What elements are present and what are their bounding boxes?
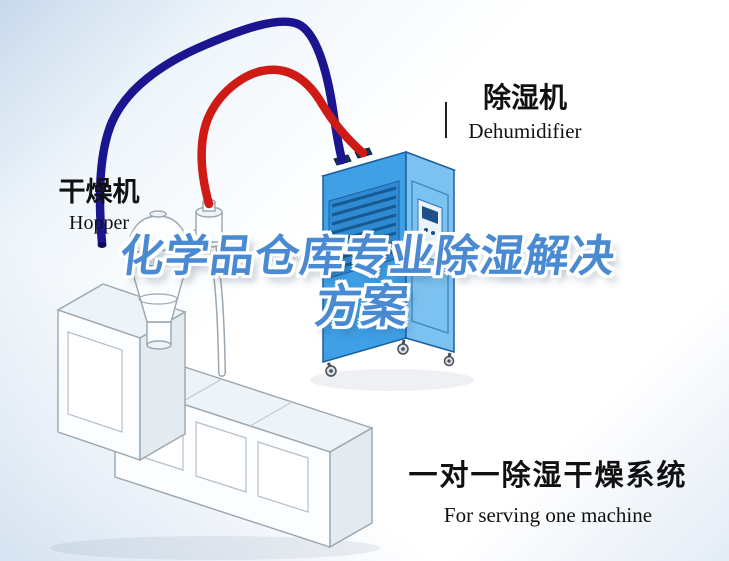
dehumidifier-grille [328,180,400,279]
hopper-label: 干燥机 Hopper [44,170,154,235]
dehumidifier-label: 除湿机 Dehumidifier [450,76,600,144]
caption-zh: 一对一除湿干燥系统 [408,460,688,492]
caption-en: For serving one machine [443,503,653,527]
control-button [431,231,435,235]
caption: 一对一除湿干燥系统 For serving one machine [398,452,698,528]
headline-line2: 方案 [312,279,411,332]
machine-shadow [50,536,380,560]
hopper-label-zh: 干燥机 [58,177,140,207]
hoses [95,17,368,248]
hopper-label-en: Hopper [69,212,129,234]
headline: 化学品仓库专业除湿解决 方案 [0,232,729,332]
dehumidifier-label-en: Dehumidifier [468,119,582,143]
dehumidifier-side-door [411,179,449,334]
red-supply-hose [197,65,368,209]
extruder-gearbox [56,283,187,462]
blower-downpipe [208,240,226,377]
hopper-assembly [126,210,190,350]
dehumidifier-shadow [310,369,474,391]
control-button [424,228,428,232]
dehumidifier-illustration [320,147,457,377]
caster-wheels [325,339,455,377]
dehumidifier-label-zh: 除湿机 [482,82,567,113]
blue-hose-open-end [97,242,107,248]
hopper-machine-illustration [56,198,374,549]
blue-return-hose [95,17,347,248]
headline-line1: 化学品仓库专业除湿解决 [117,232,619,281]
control-display [422,206,438,224]
